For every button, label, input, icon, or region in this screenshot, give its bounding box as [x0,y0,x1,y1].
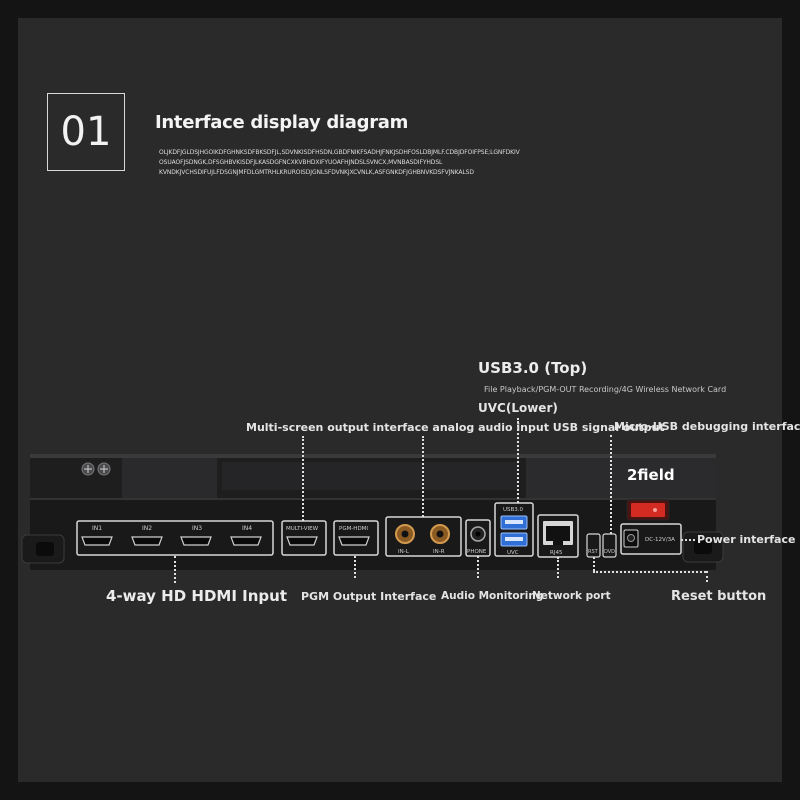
multi-screen-label: Multi-screen output interface analog aud… [246,421,665,434]
leader-line [517,418,519,503]
leader-line [354,556,356,578]
description-line: KVNDKJVCHSDIFUJLFDSGNJMFDLGMTRHLKRUROISD… [159,169,474,176]
hdmi-input-group-frame [76,520,274,556]
port-label-in-r: IN-R [433,549,445,555]
port-label-dc: DC-12V/3A [645,537,675,543]
port-label-multiview: MULTI-VIEW [286,526,319,532]
leader-line [422,436,424,517]
headphone-jack-hole [475,531,481,537]
audio-jack-hole [436,530,444,538]
hdmi-port-icon [81,536,262,546]
ethernet-port-clip [553,541,563,545]
leader-line [593,557,595,571]
reset-button-label: Reset button [671,589,767,604]
usb-port-pins [505,537,523,541]
usb-port-pins [505,520,523,524]
left-handle-grip [36,542,54,556]
shell-recess [526,458,716,500]
dc-jack-pin [627,534,635,542]
uvc-label: UVC(Lower) [478,401,558,415]
device-front-panel [30,498,716,570]
leader-line [174,556,176,583]
usb-top-label: USB3.0 (Top) [478,359,588,377]
port-label-pgm-hdmi: PGM-HDMI [339,526,368,532]
leader-line [681,539,695,541]
field-label: 2field [627,466,675,484]
multiview-frame [281,520,327,556]
power-interface-label: Power interface [697,533,796,546]
shell-recess [222,462,518,490]
micro-usb-frame [602,533,617,558]
right-handle-grip [694,540,712,554]
leader-line [706,571,708,582]
leader-line [302,436,304,521]
leader-line [593,571,706,573]
shell-recess [122,458,217,498]
port-label-in-l: IN-L [398,549,410,555]
port-label-in3: IN3 [192,525,202,532]
port-label-in4: IN4 [242,525,252,532]
port-label-dvd: DVD [604,549,615,555]
port-label-in2: IN2 [142,525,152,532]
port-label-uvc: UVC [507,550,519,556]
hdmi-port-icon [338,536,370,546]
ethernet-port-socket [546,526,570,541]
panel-edge [30,498,716,500]
section-description: OLJKDFJGLDSJHGOIKDFGHNKSDFBKSDFJL,SDVNKI… [159,148,629,178]
network-port-label: Network port [532,590,611,602]
section-title: Interface display diagram [155,112,409,133]
port-label-rj45: RJ45 [550,550,563,556]
screw-icon [100,465,108,473]
hdmi-port-icon [286,536,318,546]
description-line: OSUAOFJSDNGK,DFSGHBVKISDFJLKASDGFNCXKVBH… [159,159,443,166]
micro-usb-label: Micro-USB debugging interface [614,420,800,433]
port-label-phone: PHONE [467,549,487,555]
port-label-in1: IN1 [92,525,102,532]
screw-icon [84,465,92,473]
port-label-usb30: USB3.0 [503,507,524,513]
audio-monitoring-label: Audio Monitoring [441,590,544,602]
section-number: 01 [47,93,125,171]
leader-line [477,556,479,578]
pgm-hdmi-frame [333,520,379,556]
leader-line [557,557,559,578]
power-switch-dot [653,508,657,512]
hdmi-input-label: 4-way HD HDMI Input [106,587,287,605]
port-label-rst: RST [588,549,599,555]
audio-input-frame [385,516,462,557]
pgm-output-label: PGM Output Interface [301,590,437,603]
description-line: OLJKDFJGLDSJHGOIKDFGHNKSDFBKSDFJL,SDVNKI… [159,149,520,156]
leader-line [610,435,612,534]
diagram-canvas [18,18,782,782]
usb-top-sublabel: File Playback/PGM-OUT Recording/4G Wirel… [484,385,727,394]
device-top-edge [30,454,716,458]
usb-frame [494,502,534,557]
power-switch-icon [631,503,665,517]
audio-jack-hole [401,530,409,538]
